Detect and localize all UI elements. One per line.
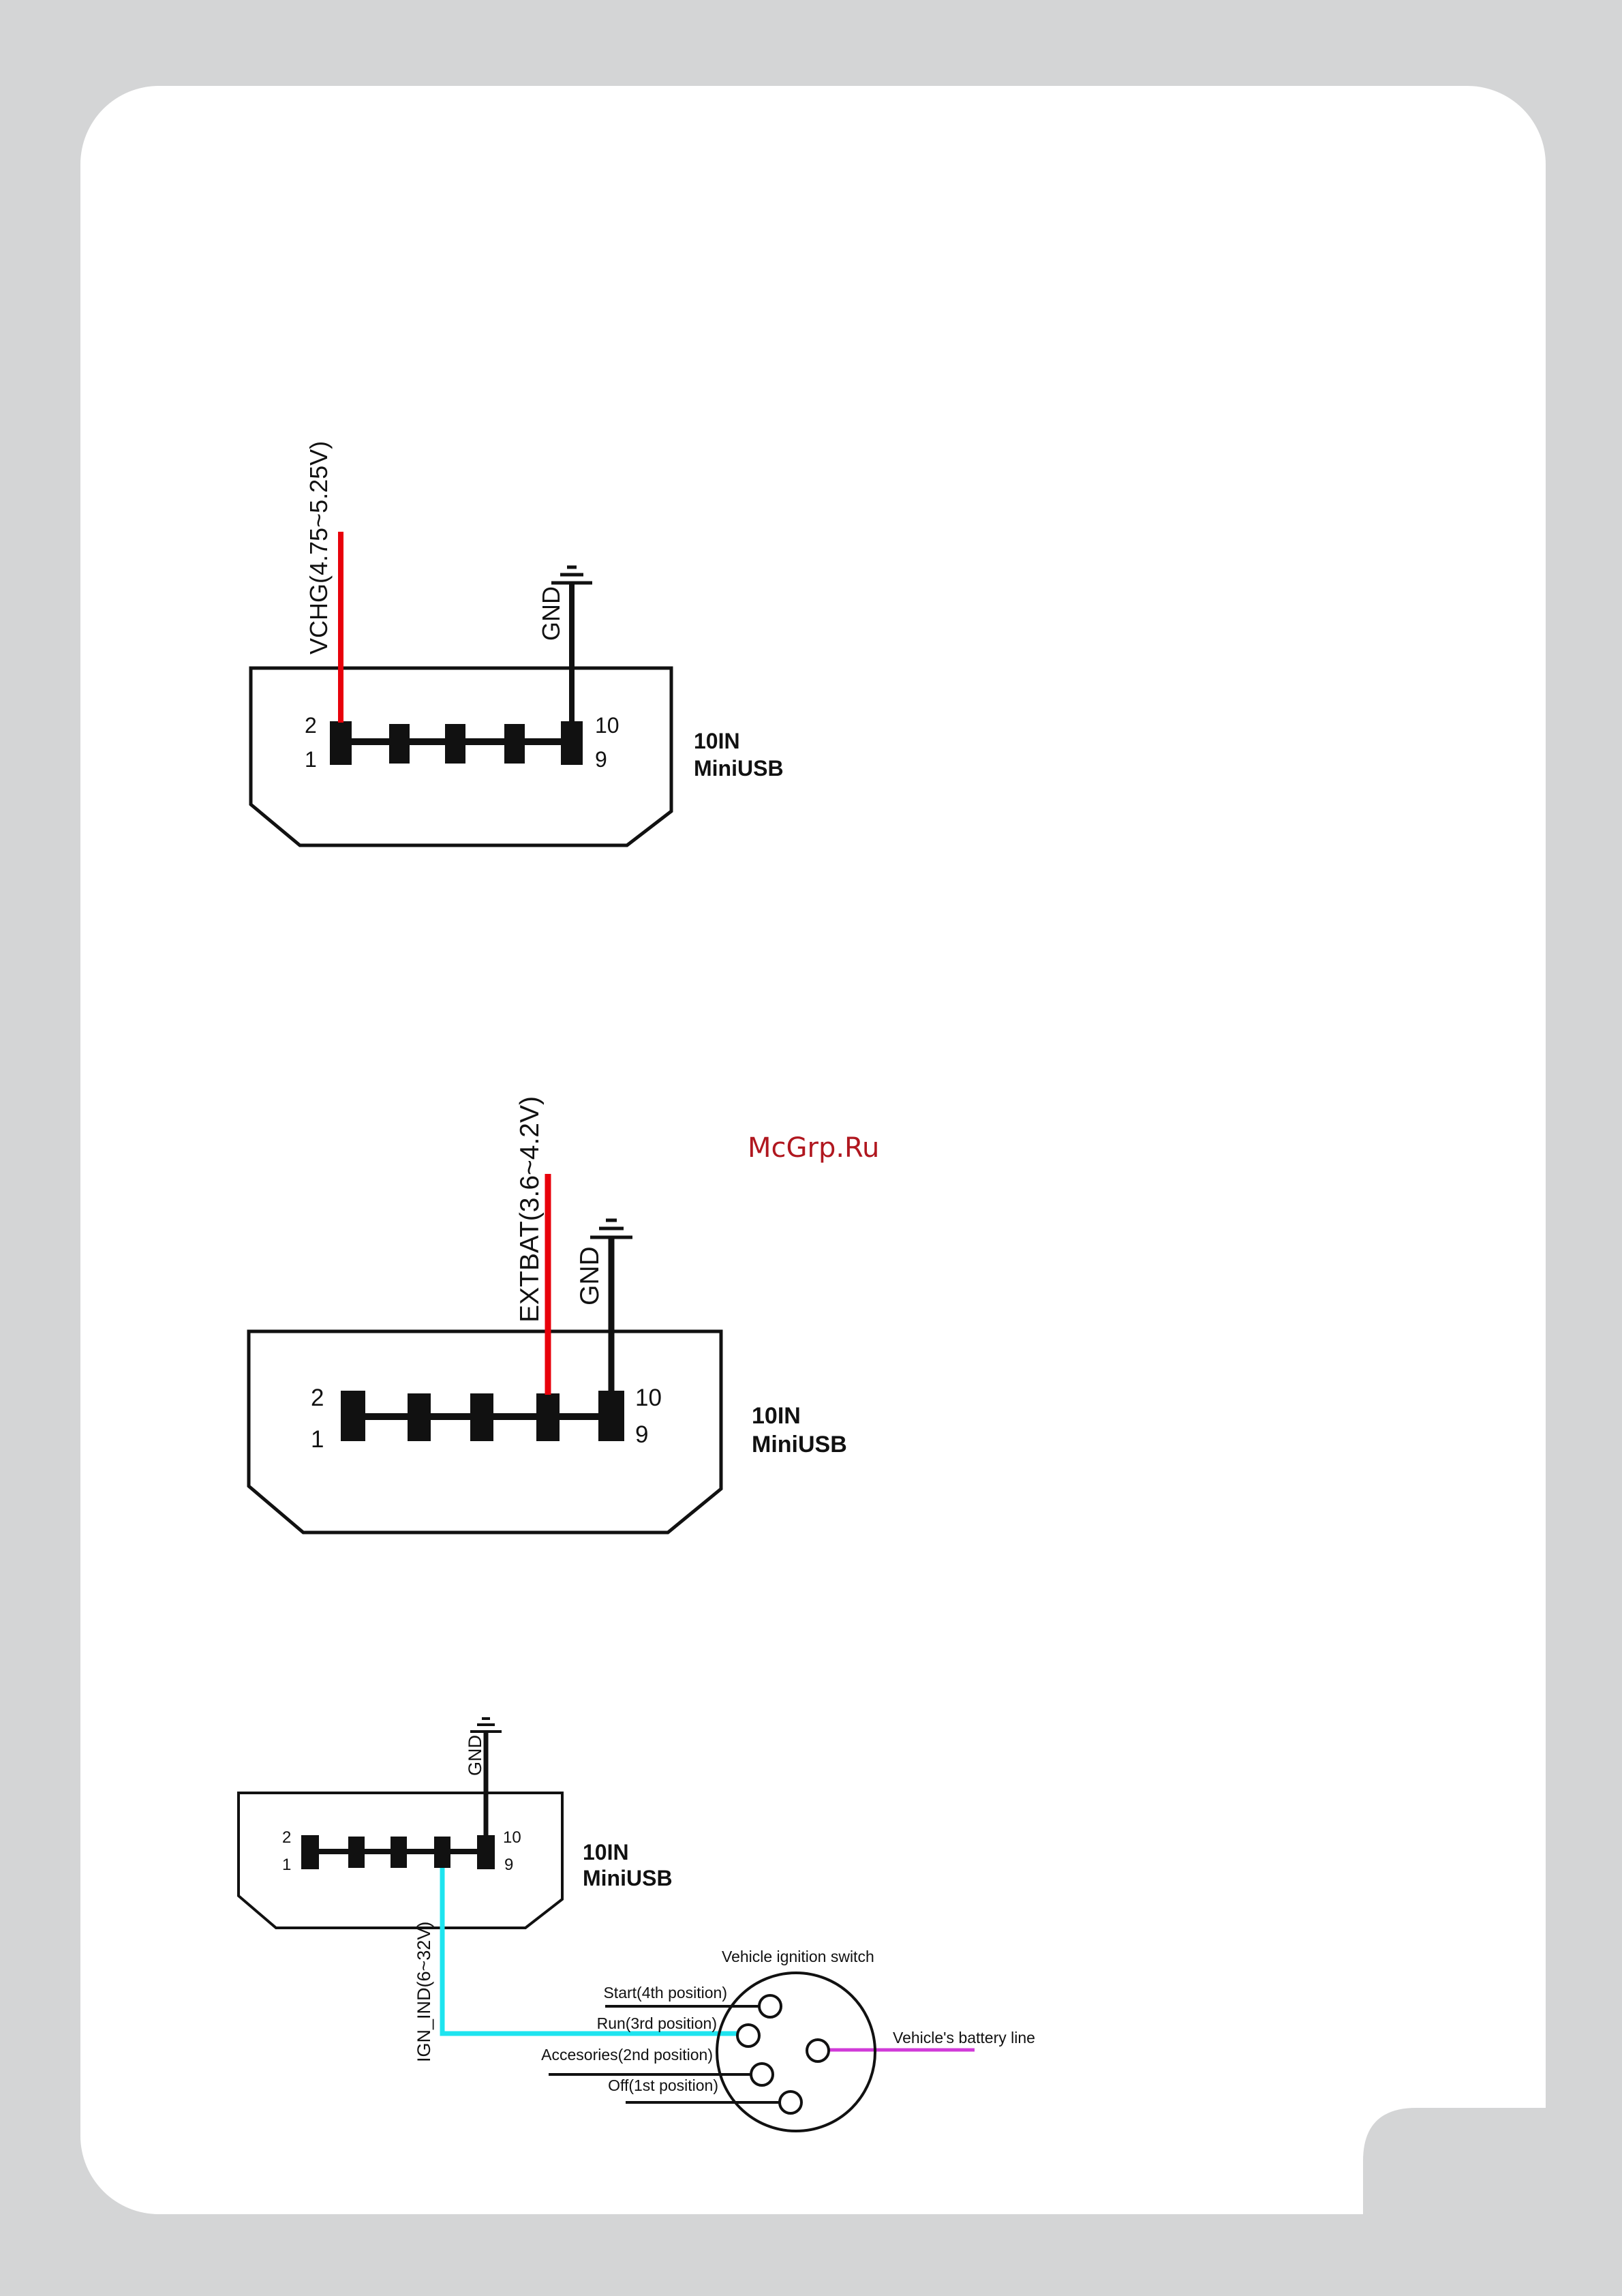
pin-label-1: 1	[311, 1426, 324, 1453]
switch-contact-off	[780, 2091, 801, 2113]
connector-name-line2: MiniUSB	[752, 1432, 847, 1457]
pin-7-8	[434, 1837, 450, 1868]
connector-name-line1: 10IN	[752, 1403, 801, 1429]
pin-label-10: 10	[595, 713, 619, 738]
connector-name-line1: 10IN	[583, 1840, 629, 1864]
signal-label: VCHG(4.75~5.25V)	[305, 441, 333, 654]
pin-label-10: 10	[503, 1828, 521, 1847]
signal-label: EXTBAT(3.6~4.2V)	[515, 1096, 545, 1323]
pin-label-9: 9	[635, 1421, 648, 1448]
switch-contact-battery	[807, 2040, 829, 2061]
pin-3-4	[408, 1393, 431, 1441]
pin-label-9: 9	[595, 747, 607, 772]
pin-label-2: 2	[305, 713, 317, 738]
watermark: McGrp.Ru	[748, 1132, 879, 1164]
pin-5-6	[470, 1393, 493, 1441]
pin-3-4	[389, 724, 410, 764]
position-accessories-label: Accesories(2nd position)	[541, 2046, 713, 2064]
pin-label-2: 2	[311, 1385, 324, 1411]
pin-5-6	[391, 1837, 407, 1868]
position-start-label: Start(4th position)	[603, 1984, 727, 2002]
pin-9-10	[598, 1391, 624, 1441]
pin-9-10	[561, 721, 583, 765]
pin-7-8	[504, 724, 525, 764]
pin-1-2	[301, 1835, 319, 1869]
switch-contact-run	[737, 2025, 759, 2046]
connector-name-line2: MiniUSB	[583, 1866, 673, 1890]
pin-label-1: 1	[282, 1856, 291, 1874]
ground-label: GND	[575, 1246, 605, 1305]
switch-contact-accessories	[751, 2064, 773, 2085]
position-off-label: Off(1st position)	[608, 2076, 718, 2094]
connector-name-line1: 10IN	[694, 729, 740, 753]
battery-line-label: Vehicle's battery line	[893, 2029, 1035, 2046]
pin-7-8	[536, 1393, 560, 1441]
pin-5-6	[445, 724, 465, 764]
ground-label: GND	[465, 1735, 485, 1776]
pin-9-10	[477, 1835, 495, 1869]
pin-label-9: 9	[504, 1856, 513, 1874]
pin-label-10: 10	[635, 1385, 662, 1411]
connector-name-line2: MiniUSB	[694, 756, 784, 781]
switch-contact-start	[759, 1995, 781, 2017]
ground-label: GND	[537, 586, 565, 641]
signal-label: IGN_IND(6~32V)	[414, 1922, 434, 2062]
pin-3-4	[348, 1837, 365, 1868]
pin-label-1: 1	[305, 747, 317, 772]
pin-1-2	[330, 721, 352, 765]
pin-label-2: 2	[282, 1828, 291, 1847]
position-run-label: Run(3rd position)	[597, 2014, 717, 2032]
pin-1-2	[341, 1391, 365, 1441]
ignition-switch-title: Vehicle ignition switch	[722, 1948, 874, 1965]
